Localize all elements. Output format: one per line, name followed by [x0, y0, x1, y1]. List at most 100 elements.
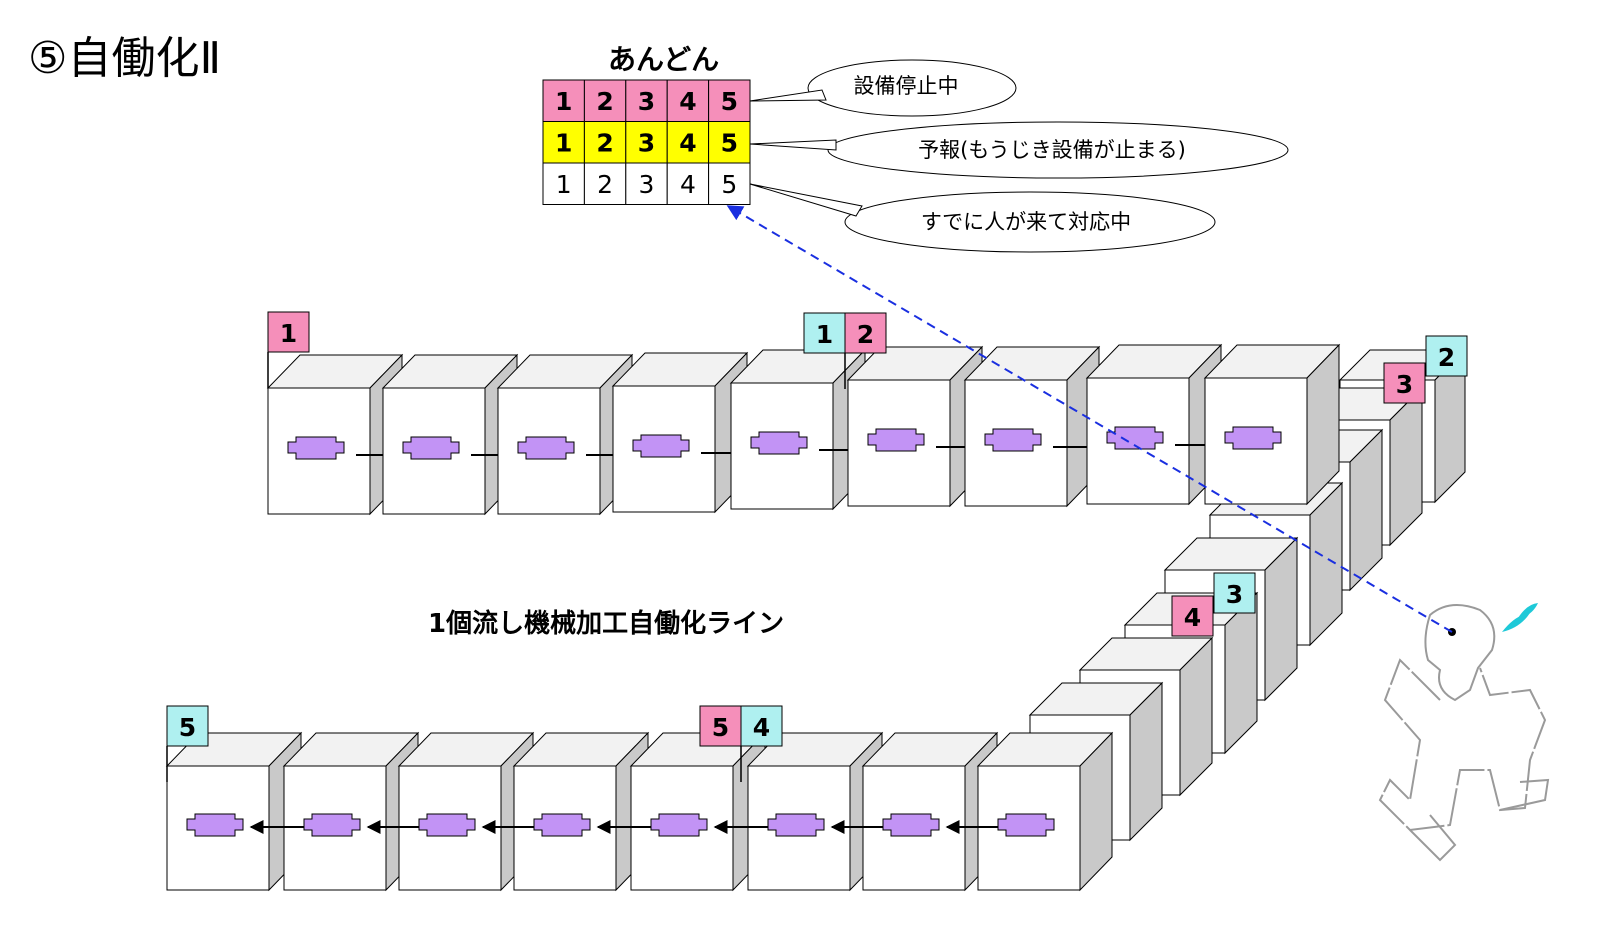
- status-flag: 1: [803, 312, 846, 354]
- andon-number: 1: [555, 129, 572, 158]
- andon-number: 5: [721, 129, 738, 158]
- andon-number: 3: [639, 170, 655, 199]
- sweat-drop: [1518, 603, 1538, 618]
- status-flag: 4: [740, 705, 783, 782]
- flag-box: [166, 705, 209, 747]
- status-flag: 4: [1171, 595, 1214, 637]
- workpiece: [1224, 426, 1282, 450]
- flag-box: [1213, 572, 1256, 614]
- workpiece: [186, 813, 244, 837]
- callout-tail: [749, 139, 837, 151]
- top-machine: [496, 353, 634, 516]
- andon-number: 3: [638, 129, 655, 158]
- flag-number: 2: [857, 320, 874, 349]
- flag-box: [1171, 595, 1214, 637]
- top-machine: [611, 351, 749, 514]
- callout-text: すでに人が来て対応中: [921, 210, 1131, 234]
- status-flag: 5: [166, 705, 209, 782]
- worker-leg: [1409, 814, 1457, 862]
- andon-cell: [583, 162, 627, 205]
- andon-cell: [708, 79, 751, 122]
- worker-head: [1424, 604, 1496, 702]
- andon-number: 2: [597, 170, 613, 199]
- callout-bubble: 設備停止中: [749, 59, 1017, 117]
- andon-cell: [625, 121, 668, 164]
- bottom-row-machines: [165, 731, 1114, 892]
- flag-box: [844, 312, 887, 354]
- andon-cell: [625, 162, 668, 205]
- callout-ellipse: [844, 191, 1216, 253]
- bottom-machine: [512, 731, 650, 892]
- sight-line: [726, 205, 1453, 633]
- workpiece: [750, 431, 808, 455]
- top-machine: [381, 353, 519, 516]
- flag-box: [1425, 335, 1468, 377]
- flag-number: 1: [816, 320, 833, 349]
- callout-bubble: すでに人が来て対応中: [749, 183, 1216, 253]
- workpiece: [303, 813, 361, 837]
- workpiece: [984, 428, 1042, 452]
- top-machine: [846, 345, 984, 508]
- bottom-machine: [976, 731, 1114, 892]
- andon-cell: [666, 121, 710, 164]
- callout-ellipse: [827, 121, 1289, 179]
- top-machine: [266, 353, 404, 516]
- bottom-machine: [397, 731, 535, 892]
- callout-text: 予報(もうじき設備が止まる): [918, 138, 1186, 162]
- status-flag: 5: [699, 705, 742, 747]
- machine-front: [730, 382, 834, 510]
- workpiece: [418, 813, 476, 837]
- bottom-machine: [282, 731, 420, 892]
- andon-number: 4: [679, 87, 696, 116]
- status-flag: 3: [1383, 362, 1426, 404]
- workpiece: [533, 813, 591, 837]
- andon-label: あんどん: [608, 43, 720, 76]
- worker-figure: [1378, 603, 1550, 862]
- andon-number: 3: [638, 87, 655, 116]
- callout-text: 設備停止中: [854, 74, 959, 98]
- andon-number: 1: [555, 87, 572, 116]
- andon-number: 5: [721, 170, 737, 199]
- flag-number: 3: [1226, 580, 1243, 609]
- andon-number: 1: [556, 170, 572, 199]
- top-machine: [963, 345, 1101, 508]
- line-label: 1個流し機械加工自働化ライン: [428, 609, 785, 639]
- andon-cell: [708, 162, 751, 205]
- bottom-machine: [861, 731, 999, 892]
- bottom-machine: [629, 731, 767, 892]
- sweat-drop: [1502, 613, 1530, 632]
- workpiece: [287, 436, 345, 460]
- bottom-machine: [746, 731, 884, 892]
- workpiece: [1106, 426, 1164, 450]
- andon-number: 5: [721, 87, 738, 116]
- sight-arrow: [726, 205, 1453, 633]
- top-row-machines: [266, 343, 1341, 516]
- flag-number: 1: [280, 319, 297, 348]
- flag-number: 4: [753, 713, 770, 742]
- flag-number: 4: [1184, 603, 1201, 632]
- andon-cell: [625, 79, 668, 122]
- callout-bubble: 予報(もうじき設備が止まる): [749, 121, 1289, 179]
- callout-tail: [749, 89, 827, 102]
- flag-number: 3: [1396, 370, 1413, 399]
- flag-box: [1383, 362, 1426, 404]
- flag-number: 5: [712, 713, 729, 742]
- workpiece: [650, 813, 708, 837]
- worker-body: [1378, 658, 1547, 832]
- flag-number: 2: [1438, 343, 1455, 372]
- andon-cell: [708, 121, 751, 164]
- top-machine: [1085, 343, 1223, 506]
- status-flag: 3: [1213, 572, 1256, 614]
- page-title: ⑤自働化Ⅱ: [28, 33, 222, 84]
- workpiece: [867, 428, 925, 452]
- status-flag: 2: [1425, 335, 1468, 377]
- andon-cell: [583, 79, 627, 122]
- workpiece: [632, 434, 690, 458]
- callout-tail: [749, 183, 863, 217]
- andon-cell: [542, 162, 585, 205]
- status-flag: 1: [267, 311, 310, 388]
